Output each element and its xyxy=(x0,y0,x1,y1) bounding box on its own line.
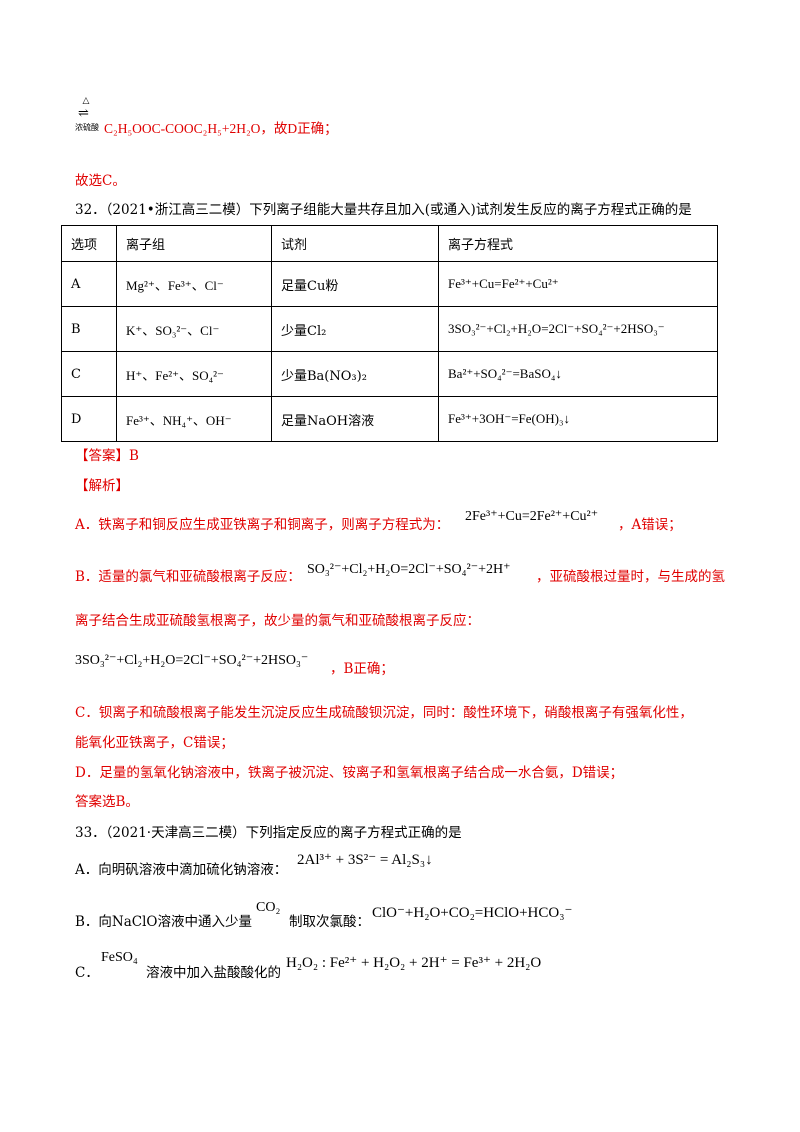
header-equation: 离子方程式 xyxy=(438,225,718,262)
analysis-c-line1: C．钡离子和硫酸根离子能发生沉淀反应生成硫酸钡沉淀，同时：酸性环境下，硝酸根离子… xyxy=(75,705,693,721)
row-option: A xyxy=(61,261,117,307)
row-reagent: 少量Cl₂ xyxy=(271,306,439,352)
answer-label: 【答案】B xyxy=(75,448,139,464)
product-formula: C₂H₅OOC-COOC₂H₅+2H₂O，故D正确； xyxy=(104,121,338,136)
equilibrium-arrow: ⇌ xyxy=(78,106,89,121)
table-row: B K⁺、SO₃²⁻、Cl⁻ 少量Cl₂ 3SO₃²⁻+Cl₂+H₂O=2Cl⁻… xyxy=(61,306,718,352)
question-33-stem: 33．（2021·天津高三二模）下列指定反应的离子方程式正确的是 xyxy=(75,825,462,841)
analysis-a-tail: ，A错误； xyxy=(618,517,682,533)
option-a-text: A．向明矾溶液中滴加硫化钠溶液： xyxy=(75,862,288,878)
delta-sign: △ xyxy=(82,96,90,106)
row-reagent: 少量Ba(NO₃)₂ xyxy=(271,351,439,397)
table-row: C H⁺、Fe²⁺、SO₄²⁻ 少量Ba(NO₃)₂ Ba²⁺+SO₄²⁻=Ba… xyxy=(61,351,718,397)
analysis-b-line2: 离子结合生成亚硫酸氢根离子，故少量的氯气和亚硫酸根离子反应： xyxy=(75,613,480,629)
option-c-equation: H₂O₂ : Fe²⁺ + H₂O₂ + 2H⁺ = Fe³⁺ + 2H₂O xyxy=(286,955,542,971)
row-equation: 3SO₃²⁻+Cl₂+H₂O=2Cl⁻+SO₄²⁻+2HSO₃⁻ xyxy=(438,306,718,352)
analysis-d-line: D．足量的氢氧化钠溶液中，铁离子被沉淀、铵离子和氢氧根离子结合成一水合氨，D错误… xyxy=(75,765,624,781)
analysis-b-equation2: 3SO₃²⁻+Cl₂+H₂O=2Cl⁻+SO₄²⁻+2HSO₃⁻ xyxy=(75,653,309,668)
option-a-equation: 2Al³⁺ + 3S²⁻ = Al₂S₃↓ xyxy=(297,852,433,868)
header-option: 选项 xyxy=(61,225,117,262)
option-c-text: 溶液中加入盐酸酸化的 xyxy=(146,965,281,981)
analysis-label: 【解析】 xyxy=(75,478,129,494)
ion-table: 选项 离子组 试剂 离子方程式 A Mg²⁺、Fe³⁺、Cl⁻ 足量Cu粉 Fe… xyxy=(61,225,718,442)
option-b-text2: 制取次氯酸： xyxy=(289,914,370,930)
analysis-c-line2: 能氧化亚铁离子，C错误； xyxy=(75,735,234,751)
analysis-a-text: A．铁离子和铜反应生成亚铁离子和铜离子，则离子方程式为： xyxy=(75,517,450,533)
row-ions: H⁺、Fe²⁺、SO₄²⁻ xyxy=(116,351,272,397)
option-c-reagent: FeSO₄ xyxy=(101,950,138,965)
analysis-b-text: B．适量的氯气和亚硫酸根离子反应： xyxy=(75,569,301,585)
row-ions: Mg²⁺、Fe³⁺、Cl⁻ xyxy=(116,261,272,307)
catalyst-label: 浓硫酸 xyxy=(75,123,99,132)
row-reagent: 足量NaOH溶液 xyxy=(271,396,439,442)
analysis-b-equation: SO₃²⁻+Cl₂+H₂O=2Cl⁻+SO₄²⁻+2H⁺ xyxy=(307,562,511,577)
analysis-b-tail: ，亚硫酸根过量时，与生成的氢 xyxy=(536,569,725,585)
table-header-row: 选项 离子组 试剂 离子方程式 xyxy=(61,225,718,262)
table-row: A Mg²⁺、Fe³⁺、Cl⁻ 足量Cu粉 Fe³⁺+Cu=Fe²⁺+Cu²⁺ xyxy=(61,261,718,307)
analysis-a-equation: 2Fe³⁺+Cu=2Fe²⁺+Cu²⁺ xyxy=(465,509,599,524)
row-equation: Fe³⁺+Cu=Fe²⁺+Cu²⁺ xyxy=(438,261,718,307)
row-option: B xyxy=(61,306,117,352)
row-option: D xyxy=(61,396,117,442)
option-b-equation: ClO⁻+H₂O+CO₂=HClO+HCO₃⁻ xyxy=(372,905,573,921)
header-ions: 离子组 xyxy=(116,225,272,262)
table-row: D Fe³⁺、NH₄⁺、OH⁻ 足量NaOH溶液 Fe³⁺+3OH⁻=Fe(OH… xyxy=(61,396,718,442)
option-b-co2: CO₂ xyxy=(256,900,281,915)
row-ions: K⁺、SO₃²⁻、Cl⁻ xyxy=(116,306,272,352)
row-reagent: 足量Cu粉 xyxy=(271,261,439,307)
row-equation: Ba²⁺+SO₄²⁻=BaSO₄↓ xyxy=(438,351,718,397)
header-reagent: 试剂 xyxy=(271,225,439,262)
row-equation: Fe³⁺+3OH⁻=Fe(OH)₃↓ xyxy=(438,396,718,442)
option-b-text1: B．向NaClO溶液中通入少量 xyxy=(75,914,252,930)
final-answer: 答案选B。 xyxy=(75,794,139,810)
row-option: C xyxy=(61,351,117,397)
question-32-stem: 32．（2021•浙江高三二模）下列离子组能大量共存且加入(或通入)试剂发生反应… xyxy=(75,202,692,218)
analysis-b-tail2: ，B正确； xyxy=(330,661,394,677)
conclusion-text: 故选C。 xyxy=(75,173,126,189)
row-ions: Fe³⁺、NH₄⁺、OH⁻ xyxy=(116,396,272,442)
option-c-label: C． xyxy=(75,965,99,981)
